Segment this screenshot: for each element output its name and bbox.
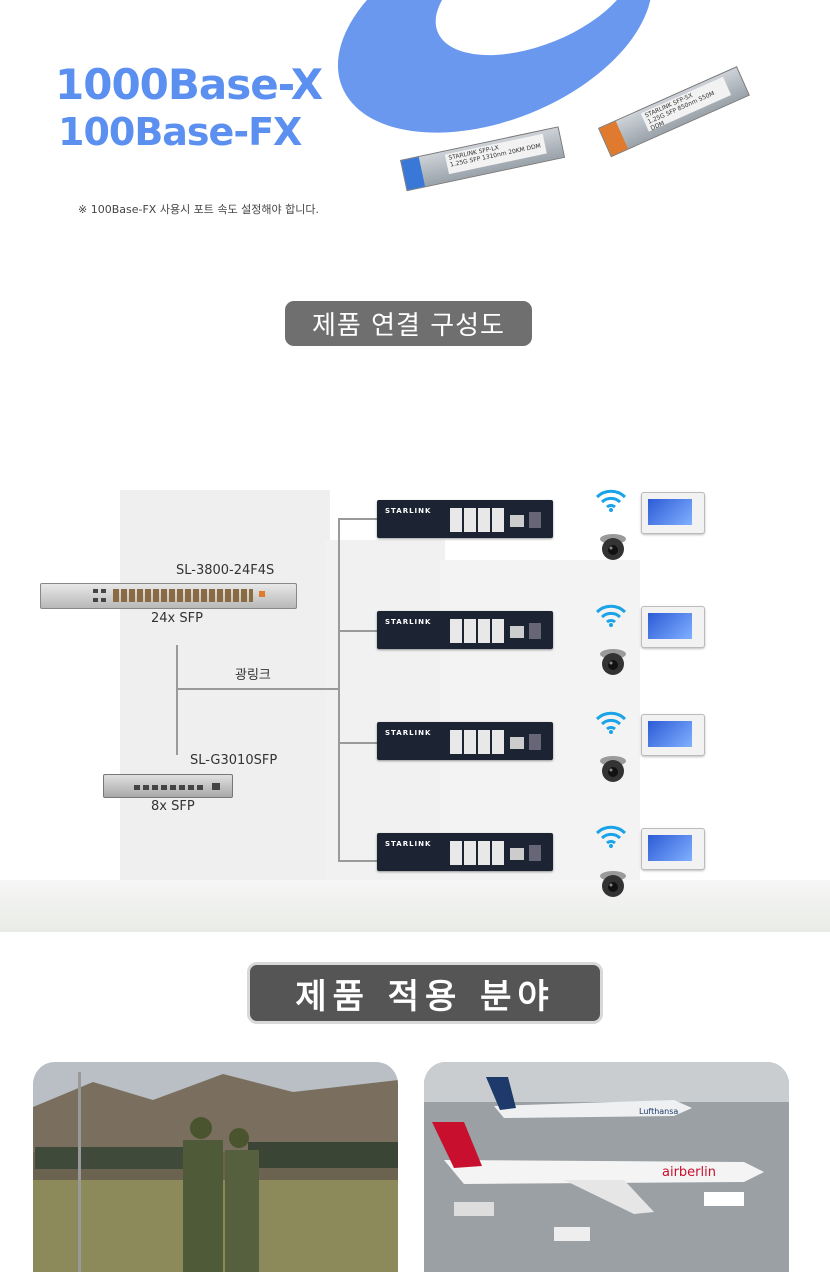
poe-switch: STARLINK <box>377 722 553 760</box>
uplink-port <box>510 848 524 860</box>
video-door-phone-icon <box>641 714 705 756</box>
link-line <box>338 860 377 862</box>
wifi-icon <box>595 489 627 512</box>
camera-icon <box>600 534 626 560</box>
wifi-icon <box>595 711 627 734</box>
photo-military <box>33 1062 398 1272</box>
poe-ports <box>450 730 506 754</box>
video-door-phone-icon <box>641 828 705 870</box>
poe-ports <box>450 619 506 643</box>
port <box>101 589 106 593</box>
link-line <box>338 518 340 861</box>
sfp-label: STARLINK SFP-SX 1.25G SFP 850nm 550M DDM <box>640 76 732 132</box>
tablet-screen <box>648 721 692 747</box>
edge-switch-device <box>103 774 233 798</box>
sfp-label: STARLINK SFP-LX 1.25G SFP 1310nm 20KM DD… <box>444 133 547 175</box>
poe-ports <box>450 508 506 532</box>
uplink-port <box>212 783 220 790</box>
edge-switch-model: SL-G3010SFP <box>190 753 278 768</box>
link-line <box>338 630 377 632</box>
sfp-port <box>529 512 541 528</box>
sfp-port <box>529 623 541 639</box>
video-door-phone-icon <box>641 606 705 648</box>
poe-switch: STARLINK <box>377 611 553 649</box>
port <box>101 598 106 602</box>
airberlin-text: airberlin <box>662 1165 716 1180</box>
lufthansa-text: Lufthansa <box>639 1107 678 1116</box>
sfp-latch <box>599 121 628 156</box>
sfp-port-bank <box>134 785 206 790</box>
bg-building <box>120 490 330 930</box>
link-line <box>338 518 377 520</box>
camera-icon <box>600 871 626 897</box>
sfp-port <box>529 734 541 750</box>
port <box>93 589 98 593</box>
airport-scene: Lufthansa airberlin <box>424 1062 789 1272</box>
tablet-screen <box>648 835 692 861</box>
tablet-screen <box>648 613 692 639</box>
sfp-port-bank <box>113 589 253 602</box>
poe-brand: STARLINK <box>385 840 432 848</box>
military-scene <box>33 1062 398 1272</box>
core-switch-device <box>40 583 297 609</box>
tablet-screen <box>648 499 692 525</box>
speed-note: ※ 100Base-FX 사용시 포트 속도 설정해야 합니다. <box>78 203 319 216</box>
photo-airport: Lufthansa airberlin <box>424 1062 789 1272</box>
poe-switch: STARLINK <box>377 833 553 871</box>
poe-brand: STARLINK <box>385 729 432 737</box>
link-line <box>338 742 377 744</box>
edge-switch-ports: 8x SFP <box>151 799 195 814</box>
section-title-connection: 제품 연결 구성도 <box>285 301 532 346</box>
camera-icon <box>600 649 626 675</box>
core-switch-ports: 24x SFP <box>151 611 203 626</box>
title-100base-fx: 100Base-FX <box>58 110 302 154</box>
camera-icon <box>600 756 626 782</box>
bg-ground <box>0 880 830 932</box>
video-door-phone-icon <box>641 492 705 534</box>
uplink-port <box>510 515 524 527</box>
poe-ports <box>450 841 506 865</box>
uplink-port <box>510 626 524 638</box>
wifi-icon <box>595 604 627 627</box>
poe-brand: STARLINK <box>385 618 432 626</box>
sfp-module-lx: STARLINK SFP-LX 1.25G SFP 1310nm 20KM DD… <box>400 126 566 192</box>
uplink-port <box>510 737 524 749</box>
title-1000base-x: 1000Base-X <box>55 60 323 109</box>
section-title-application: 제품 적용 분야 <box>247 962 603 1024</box>
fiber-link-label: 광링크 <box>235 668 271 683</box>
port <box>93 598 98 602</box>
poe-brand: STARLINK <box>385 507 432 515</box>
poe-switch: STARLINK <box>377 500 553 538</box>
sfp-module-sx: STARLINK SFP-SX 1.25G SFP 850nm 550M DDM <box>598 66 750 158</box>
link-line <box>176 688 338 690</box>
sfp-latch <box>401 157 426 191</box>
sfp-port <box>529 845 541 861</box>
uplink-port <box>259 591 265 597</box>
link-line <box>176 645 178 755</box>
wifi-icon <box>595 825 627 848</box>
core-switch-model: SL-3800-24F4S <box>176 563 275 578</box>
